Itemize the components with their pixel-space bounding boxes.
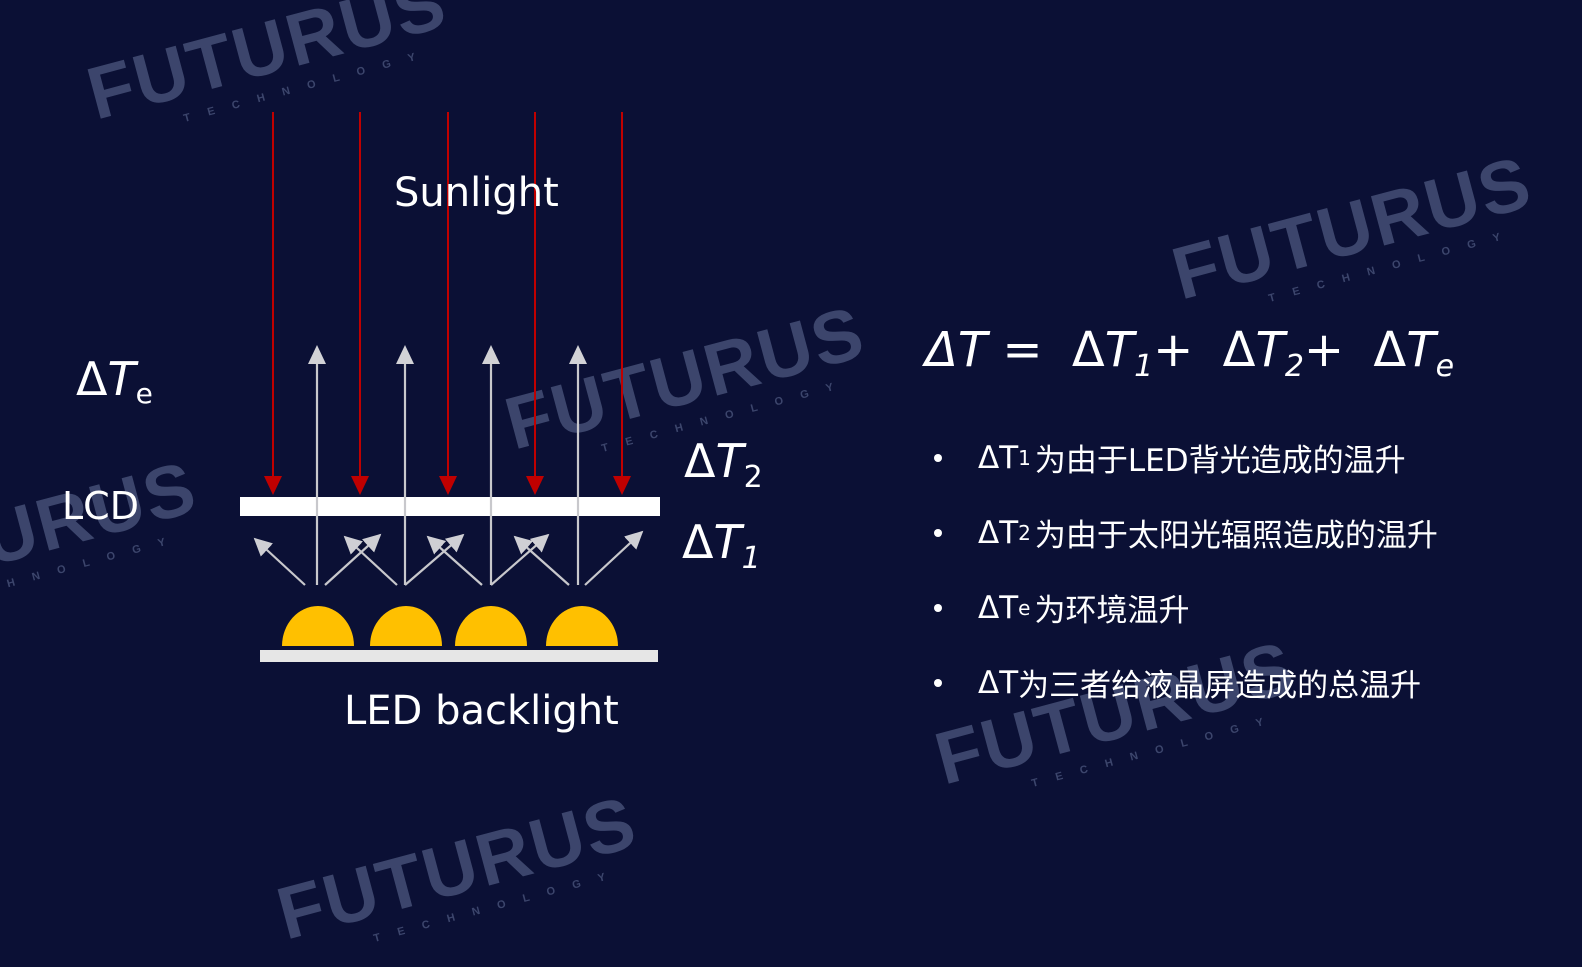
delta-t1-label: ΔT1 xyxy=(682,515,761,576)
subscript: 1 xyxy=(1134,349,1154,384)
delta-symbol: Δ xyxy=(684,434,716,488)
subscript: e xyxy=(1435,349,1455,384)
lcd-label: LCD xyxy=(62,484,139,528)
led-backlight-label: LED backlight xyxy=(344,688,619,734)
sunlight-arrowheads xyxy=(264,476,631,495)
temperature-rise-formula: ΔT = ΔT1+ ΔT2+ ΔTe xyxy=(925,322,1454,384)
backlight-board xyxy=(260,650,658,662)
t-symbol: T xyxy=(1104,322,1135,378)
bullet-icon xyxy=(934,453,942,462)
delta-symbol: Δ xyxy=(1373,322,1407,378)
plus-operator: + xyxy=(1303,322,1345,378)
bullet-icon xyxy=(934,528,942,537)
subscript: 2 xyxy=(1018,520,1031,545)
led xyxy=(546,606,618,646)
formula-equals: = xyxy=(1002,322,1043,378)
sunlight-arrows xyxy=(272,112,623,480)
term-description: 为环境温升 xyxy=(1034,593,1190,629)
delta-t2-label: ΔT2 xyxy=(684,434,763,495)
delta-symbol: Δ xyxy=(1222,322,1256,378)
backlight-vertical-arrows xyxy=(315,360,580,585)
t-symbol: T xyxy=(715,434,744,488)
led-array xyxy=(282,606,618,646)
t-symbol: T xyxy=(107,352,136,406)
delta-symbol: Δ xyxy=(682,515,714,569)
led xyxy=(370,606,442,646)
lcd-heat-diagram xyxy=(240,112,660,662)
subscript: e xyxy=(135,377,153,410)
subscript: 2 xyxy=(1284,349,1304,384)
plus-operator: + xyxy=(1153,322,1194,378)
term-description: 为由于LED背光造成的温升 xyxy=(1034,443,1406,479)
backlight-through-panel xyxy=(315,497,580,516)
term-symbol: ΔT xyxy=(978,514,1019,551)
lcd-panel xyxy=(240,497,660,516)
t-symbol: T xyxy=(1406,322,1436,378)
backlight-vertical-arrowheads xyxy=(308,345,587,364)
term-description: 为由于太阳光辐照造成的温升 xyxy=(1034,518,1438,554)
led xyxy=(455,606,527,646)
term-symbol: ΔT xyxy=(978,439,1019,476)
delta-symbol: Δ xyxy=(76,352,108,406)
term-symbol: ΔT xyxy=(978,664,1019,701)
delta-te-label: ΔTe xyxy=(76,352,153,410)
formula-lhs: ΔT xyxy=(925,322,988,378)
term-description: 为三者给液晶屏造成的总温升 xyxy=(1018,668,1422,704)
term-symbol: ΔT xyxy=(978,589,1019,626)
t-symbol: T xyxy=(713,515,742,569)
watermark-subtext: TECHNOLOGY xyxy=(372,866,625,945)
delta-symbol: Δ xyxy=(1071,322,1105,378)
sunlight-label: Sunlight xyxy=(394,170,559,216)
subscript: 1 xyxy=(741,541,761,576)
subscript: 1 xyxy=(1018,445,1031,470)
backlight-diagonal-arrows xyxy=(253,530,644,586)
bullet-icon xyxy=(934,603,942,612)
t-symbol: T xyxy=(1255,322,1285,378)
bullet-icon xyxy=(934,678,942,687)
subscript: e xyxy=(1018,595,1031,620)
subscript: 2 xyxy=(743,460,763,495)
led xyxy=(282,606,354,646)
